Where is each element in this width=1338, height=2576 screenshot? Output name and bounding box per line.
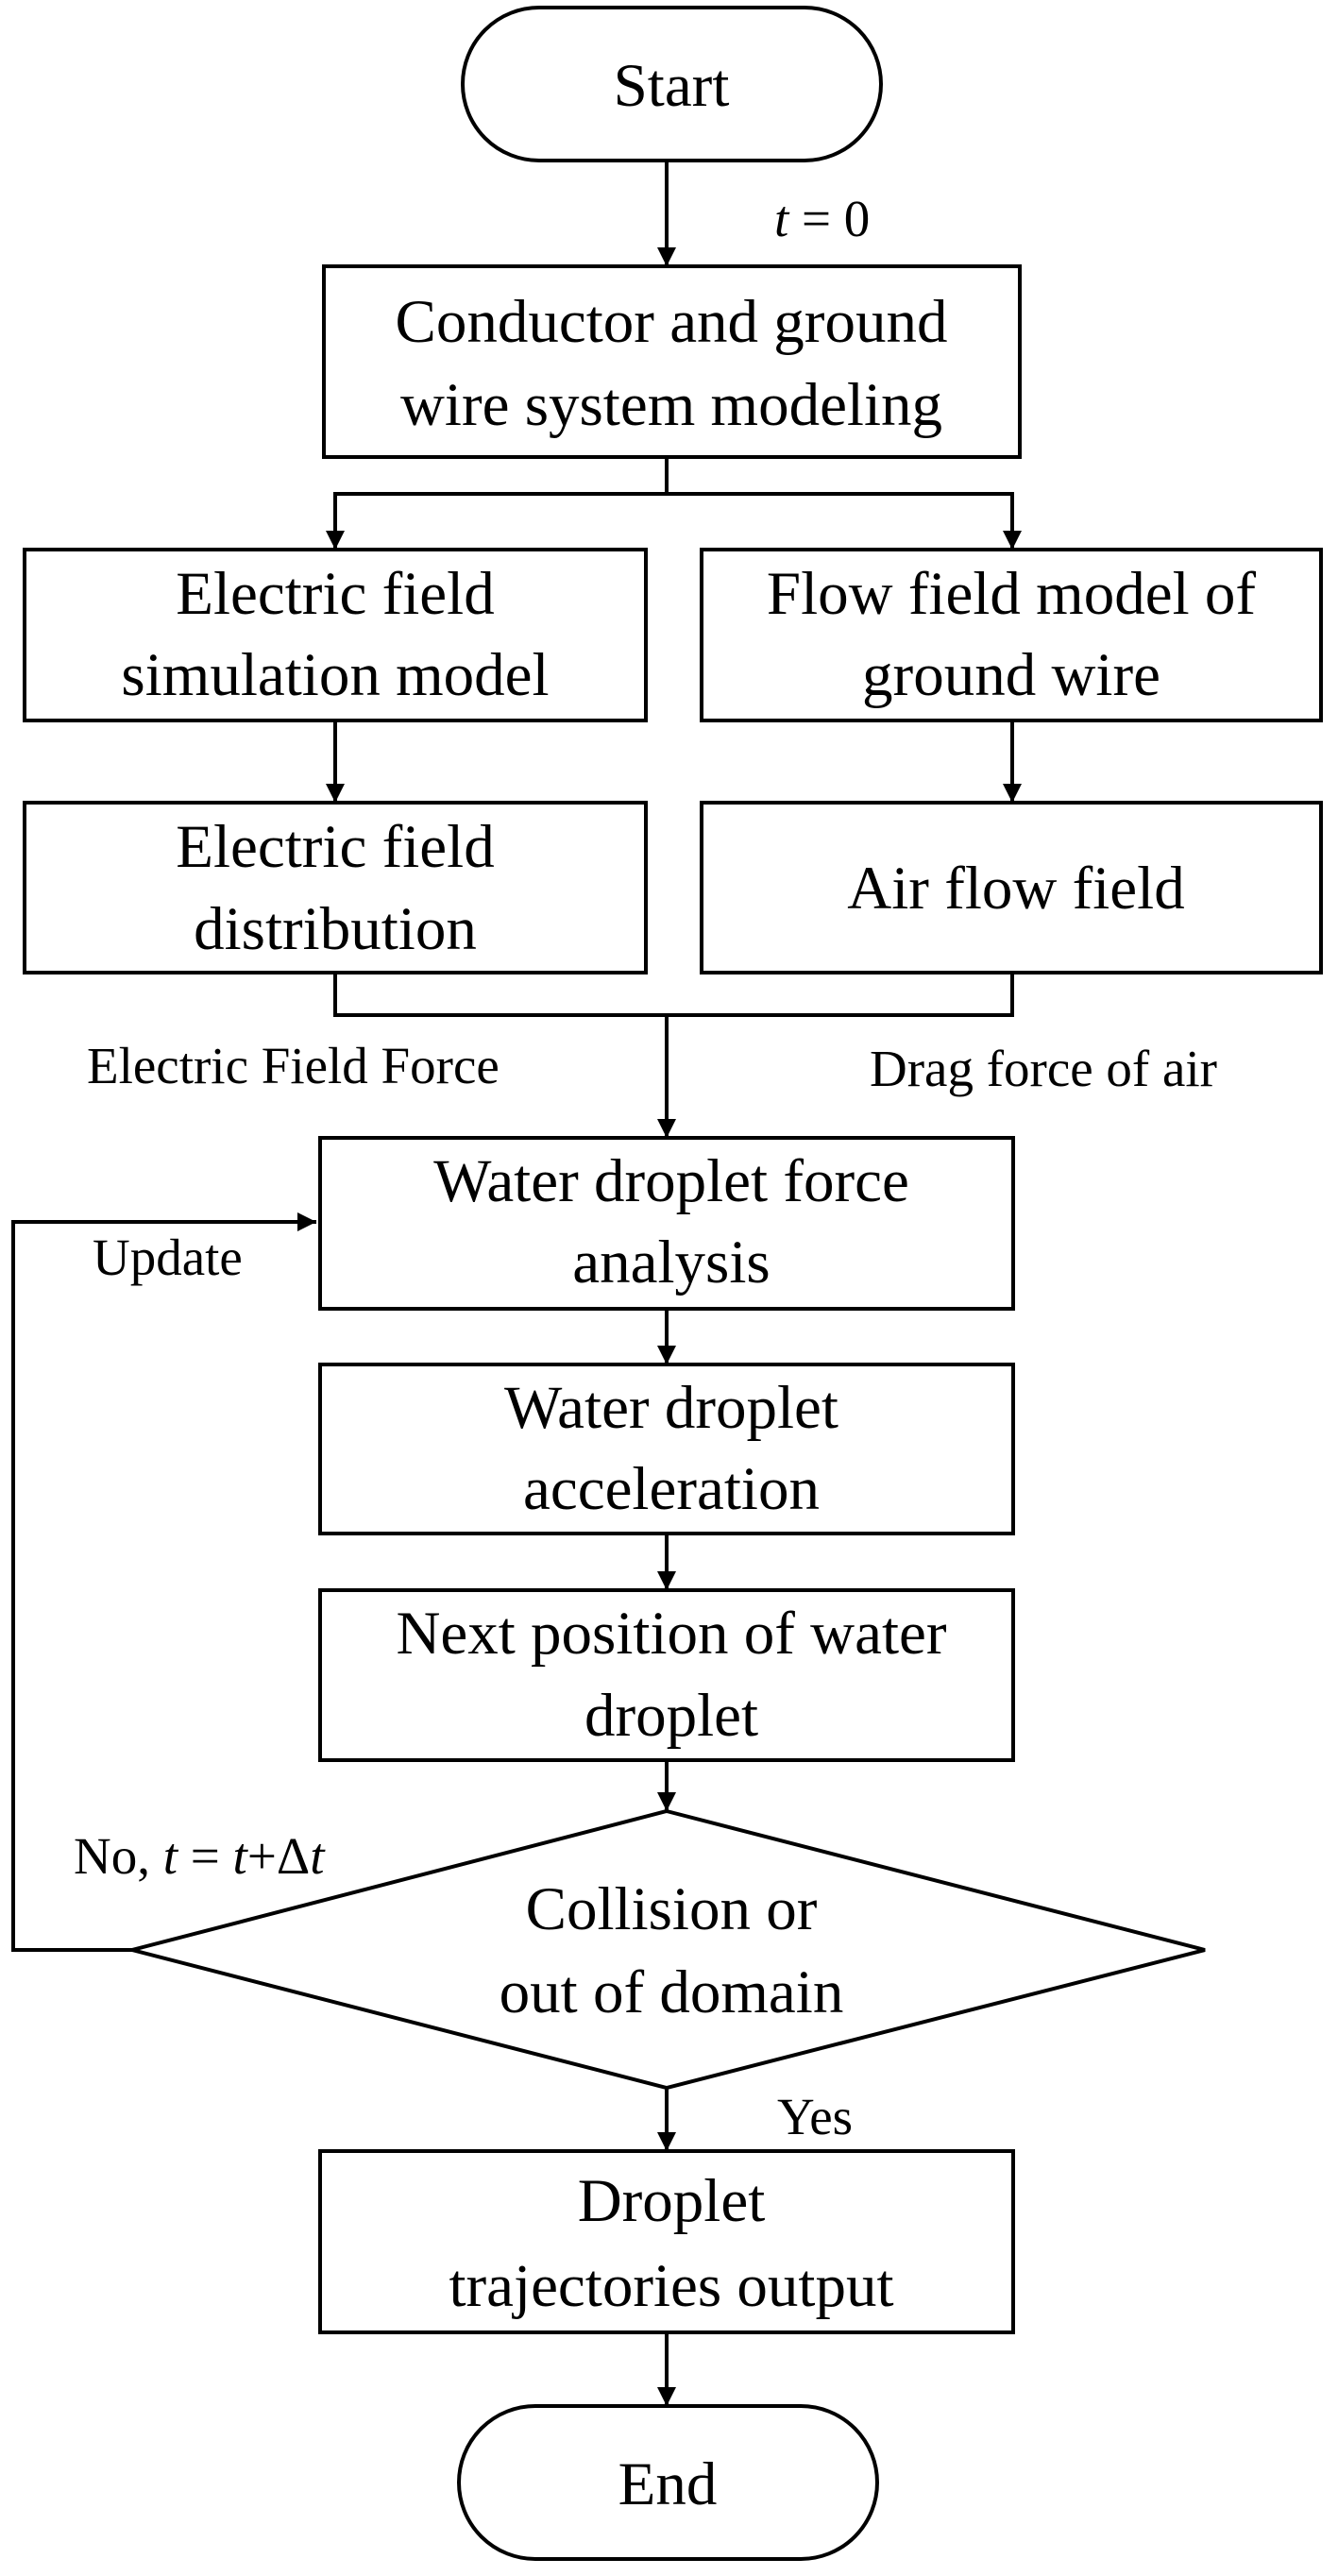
force-analysis-label-line2: analysis [572,1229,770,1296]
acceleration-node: Water droplet acceleration [318,1363,1015,1535]
decision-node: Collision or out of domain [125,1808,1206,2091]
edge-modeling-to-flow [667,492,1022,550]
air-flow-label: Air flow field [847,855,1184,923]
next-position-label-line2: droplet [584,1682,758,1750]
output-label-line1: Droplet [578,2167,766,2235]
edge-modeling-split [326,457,669,550]
start-label: Start [614,52,730,120]
electric-distribution-label-line1: Electric field [176,813,494,881]
electric-distribution-label-line2: distribution [194,895,477,963]
start-node: Start [461,6,883,162]
force-analysis-node: Water droplet force analysis [318,1136,1015,1311]
end-node: End [457,2404,879,2561]
electric-model-node: Electric field simulation model [23,548,648,722]
acceleration-label-line1: Water droplet [504,1374,838,1442]
electric-model-label-line1: Electric field [176,560,494,628]
next-position-node: Next position of water droplet [318,1588,1015,1762]
yes-branch-label: Yes [777,2088,853,2145]
edge-decision-no-loop [11,1212,316,1952]
flow-model-node: Flow field model of ground wire [700,548,1323,722]
t-zero-label: t = 0 [774,190,870,247]
edge-merge-lines [333,973,1014,1017]
electric-model-label-line2: simulation model [121,641,549,709]
electric-field-force-label: Electric Field Force [87,1037,500,1094]
modeling-node: Conductor and ground wire system modelin… [322,264,1022,459]
output-label-line2: trajectories output [449,2252,893,2320]
output-node: Droplet trajectories output [318,2149,1015,2334]
decision-label-line1: Collision or [526,1875,818,1943]
no-branch-label: No, t = t+Δt [74,1827,326,1885]
air-flow-node: Air flow field [700,801,1323,974]
drag-force-label: Drag force of air [870,1040,1217,1097]
modeling-label-line1: Conductor and ground [396,288,948,356]
end-label: End [618,2450,718,2518]
electric-distribution-node: Electric field distribution [23,801,648,974]
next-position-label-line1: Next position of water [396,1600,946,1668]
connectors [11,161,1022,2406]
acceleration-label-line2: acceleration [523,1455,820,1523]
force-analysis-label-line1: Water droplet force [433,1147,909,1215]
update-label: Update [93,1229,243,1286]
flow-model-label-line2: ground wire [862,641,1160,709]
decision-label-line2: out of domain [500,1958,844,2026]
modeling-label-line2: wire system modeling [400,371,942,439]
flow-model-label-line1: Flow field model of [767,560,1256,628]
